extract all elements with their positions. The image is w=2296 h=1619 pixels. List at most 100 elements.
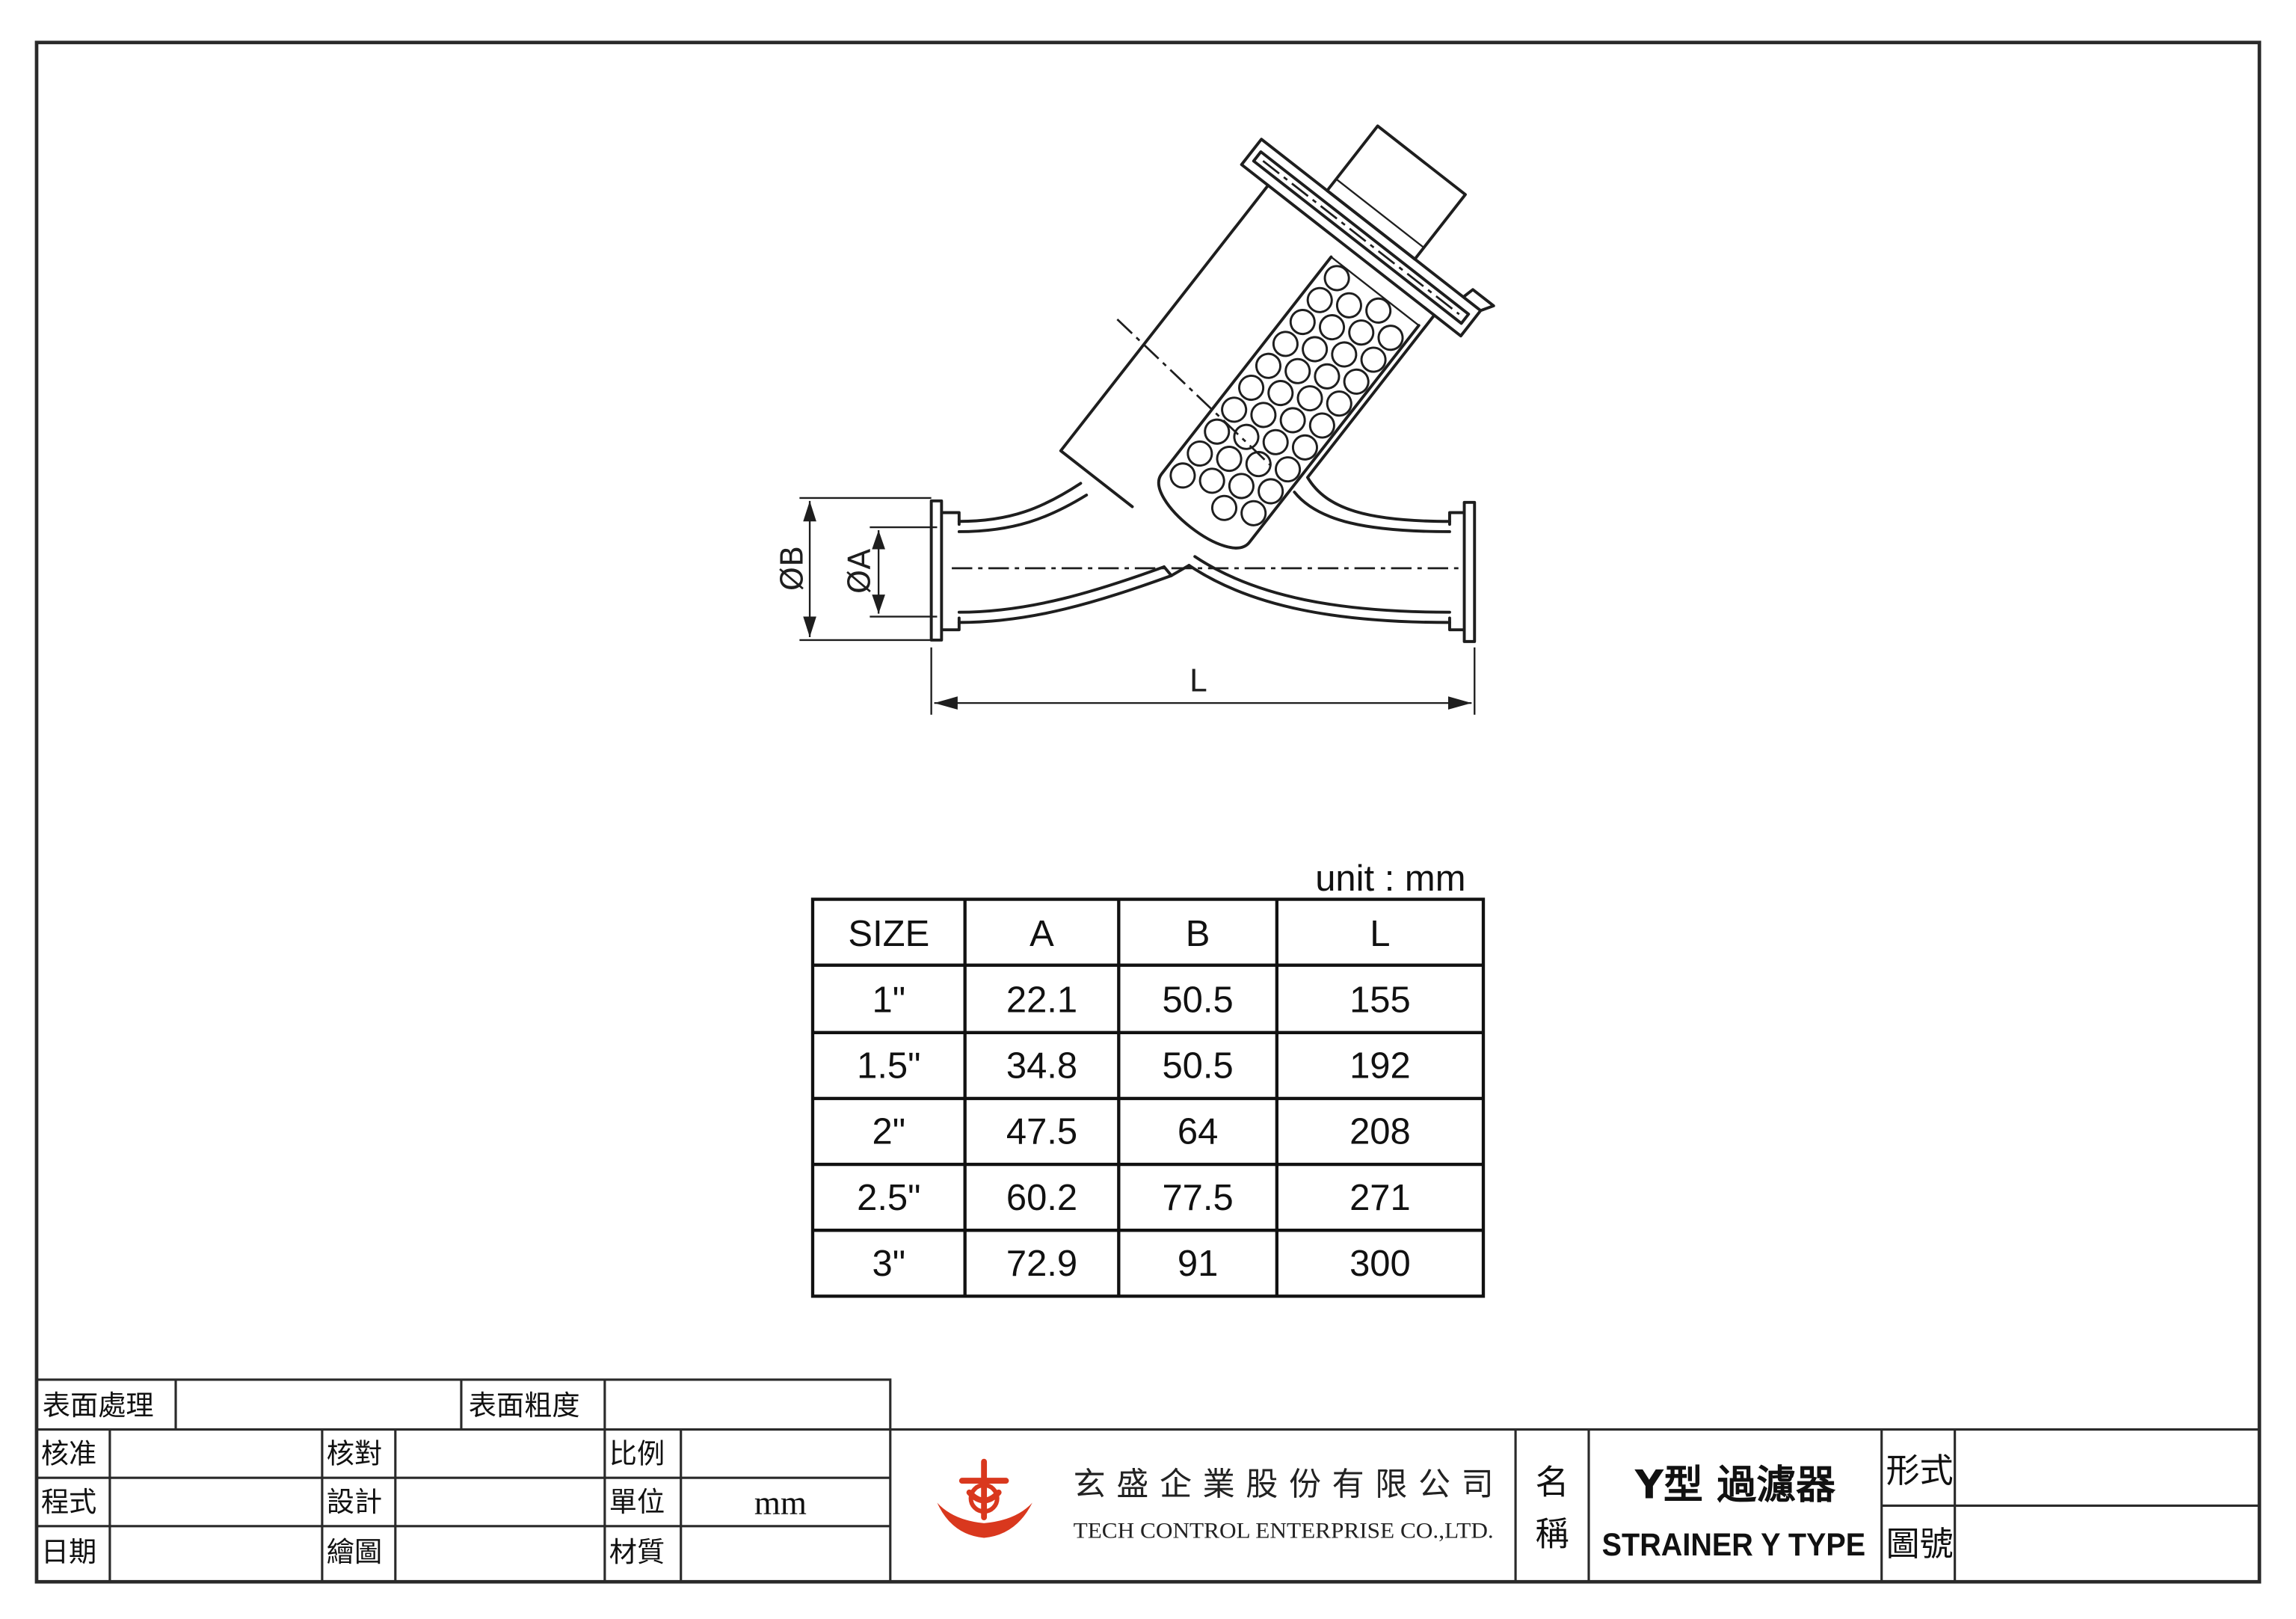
date-label: 日期 — [41, 1535, 96, 1568]
program-label: 程式 — [41, 1485, 96, 1518]
screen-hole — [1348, 319, 1375, 346]
name-label-bottom: 稱 — [1536, 1514, 1569, 1553]
name-label-top: 名 — [1536, 1463, 1569, 1502]
sheet-border — [34, 40, 2262, 1584]
dimension-b-label: ØB — [774, 546, 810, 592]
approved-label: 核准 — [41, 1437, 96, 1470]
design-label: 設計 — [327, 1485, 382, 1518]
screen-hole — [1343, 368, 1370, 395]
table-header-cell: B — [1186, 914, 1210, 954]
surface-roughness-label: 表面粗度 — [469, 1389, 580, 1422]
end-plug — [1326, 124, 1467, 261]
screen-hole — [1306, 286, 1333, 313]
screen-hole — [1275, 456, 1302, 483]
screen-hole — [1296, 385, 1323, 412]
unit-field-label: 單位 — [609, 1485, 665, 1518]
screen-hole — [1255, 352, 1282, 379]
table-header-cell: L — [1370, 914, 1390, 954]
screen-hole — [1221, 396, 1248, 423]
inlet-pipe — [957, 482, 1173, 624]
screen-hole — [1262, 428, 1289, 455]
table-cell: 3" — [872, 1244, 906, 1284]
product-name-en: STRAINER Y TYPE — [1602, 1527, 1866, 1563]
product-name-zh: Y型 過濾器 — [1634, 1463, 1836, 1508]
screen-holes — [1169, 265, 1404, 526]
drawn-label: 繪圖 — [327, 1535, 382, 1568]
end-plug-face — [1335, 178, 1425, 249]
outlet-pipe — [1187, 476, 1451, 624]
table-cell: 60.2 — [1006, 1178, 1077, 1218]
scale-label: 比例 — [609, 1437, 665, 1470]
table-cell: 77.5 — [1162, 1178, 1233, 1218]
section-line — [1116, 318, 1272, 467]
table-header-cell: A — [1029, 914, 1054, 954]
title-block-left-grid — [36, 1378, 2260, 1582]
screen-hole — [1245, 451, 1272, 478]
screen-hole — [1323, 265, 1350, 292]
housing-body — [1059, 183, 1436, 509]
screen-hole — [1302, 336, 1329, 363]
table-cell: 2" — [872, 1112, 906, 1152]
screen-hole — [1279, 407, 1306, 434]
dimension-a: ØA — [841, 526, 938, 618]
screen-hole — [1284, 357, 1311, 384]
company-name-en: TECH CONTROL ENTERPRISE CO.,LTD. — [1074, 1519, 1494, 1543]
screen-hole — [1238, 375, 1265, 402]
table-cell: 22.1 — [1006, 980, 1077, 1020]
dimension-a-label: ØA — [841, 549, 877, 594]
screen-hole — [1377, 325, 1404, 351]
table-cell: 47.5 — [1006, 1112, 1077, 1152]
screen-hole — [1228, 473, 1255, 500]
dimension-b: ØB — [774, 497, 932, 642]
screen-hole — [1233, 423, 1260, 450]
screen-hole — [1314, 363, 1341, 390]
screen-hole — [1291, 434, 1318, 461]
screen-hole — [1326, 390, 1352, 417]
screen-hole — [1319, 314, 1346, 341]
left-flange — [929, 499, 961, 642]
drawing-number-label: 圖號 — [1886, 1524, 1954, 1564]
clamp-gasket-line — [1262, 160, 1460, 316]
screen-hole — [1210, 494, 1238, 521]
company-logo — [937, 1458, 1032, 1538]
form-label: 形式 — [1886, 1451, 1954, 1490]
material-label: 材質 — [609, 1535, 665, 1568]
right-flange — [1448, 500, 1477, 643]
dimension-l: L — [930, 647, 1476, 715]
table-cell: 192 — [1349, 1046, 1411, 1087]
screen-hole — [1169, 462, 1196, 489]
table-cell: 2.5" — [857, 1178, 920, 1218]
table-cell: 50.5 — [1162, 1046, 1233, 1087]
unit-field-value: mm — [754, 1484, 807, 1522]
screen-tube — [1157, 255, 1421, 550]
screen-hole — [1289, 309, 1316, 336]
table-cell: 91 — [1178, 1244, 1218, 1284]
table-header-cell: SIZE — [848, 914, 929, 954]
screen-tube-end — [1330, 256, 1420, 327]
unit-label: unit : mm — [1315, 858, 1465, 899]
surface-treatment-label: 表面處理 — [43, 1389, 154, 1422]
screen-hole — [1187, 440, 1213, 467]
screen-hole — [1240, 500, 1267, 526]
screen-hole — [1198, 467, 1225, 494]
dimension-l-label: L — [1189, 663, 1207, 698]
dimension-table: SIZE A B L 1" 22.1 50.5 155 1.5" 34.8 50… — [810, 897, 1486, 1298]
checked-label: 核對 — [327, 1437, 382, 1470]
screen-hole — [1360, 346, 1387, 373]
title-block: 表面處理 表面粗度 核准 核對 比例 程式 設計 單位 mm 日期 繪圖 材質 … — [36, 1378, 2260, 1582]
title-block-right-grid — [1514, 1429, 2260, 1582]
table-cell: 271 — [1349, 1178, 1411, 1218]
table-cell: 300 — [1349, 1244, 1411, 1284]
screen-hole — [1365, 297, 1392, 324]
screen-hole — [1258, 478, 1284, 505]
table-cell: 208 — [1349, 1112, 1411, 1152]
table-cell: 1.5" — [857, 1046, 920, 1087]
screen-hole — [1308, 412, 1335, 439]
table-cell: 34.8 — [1006, 1046, 1077, 1087]
strainer-housing — [1059, 124, 1495, 550]
table-cell: 72.9 — [1006, 1244, 1077, 1284]
screen-hole — [1267, 380, 1294, 407]
screen-hole — [1272, 331, 1299, 357]
y-strainer-drawing: ØB ØA L — [774, 124, 1495, 715]
